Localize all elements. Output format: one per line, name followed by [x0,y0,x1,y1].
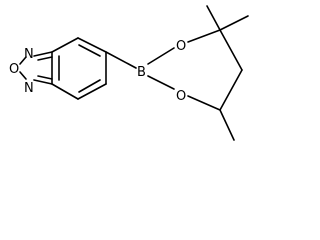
methyl-bond-2 [219,15,249,31]
atom-label-o-ring: O [9,62,19,77]
methyl-groups [206,5,249,141]
double-bond-c6-c7 [78,79,101,93]
bond-c3a-n1 [33,51,53,57]
bond-n1-o2 [19,56,27,65]
bond-o-lower-boron [147,75,175,90]
atom-label-boron: B [137,65,146,80]
structure-diagram: O N N B O O [9,5,249,141]
atom-label-o-lower: O [176,89,186,104]
bond-c7a-n3 [33,79,53,85]
bond-o2-n3 [19,71,27,80]
oxadiazole-ring [19,51,53,85]
methyl-bond-1 [206,5,221,31]
bond-chme-o-lower [187,95,221,111]
atom-label-n-top: N [24,47,34,62]
bond-c5-boron [105,51,137,69]
bond-cme2-ch2 [219,29,243,71]
double-bond-c7a-n3 [37,75,53,80]
atom-label-n-bottom: N [24,81,34,96]
bond-c7-c7a [51,83,79,100]
bond-o-upper-cme2 [187,29,221,43]
methyl-bond-3 [219,109,235,141]
bond-boron-o-upper [147,47,175,65]
double-bond-c3a-n1 [37,56,53,61]
bond-c6-c7 [77,83,107,100]
atom-label-o-upper: O [176,39,186,54]
bond-ch2-chme [219,69,243,111]
dioxaborinane-ring [147,29,243,111]
bond-c4-c5 [77,37,107,53]
benzene-ring [51,37,107,100]
bond-c3a-c4 [51,37,79,53]
double-bond-c4-c5 [78,44,101,57]
